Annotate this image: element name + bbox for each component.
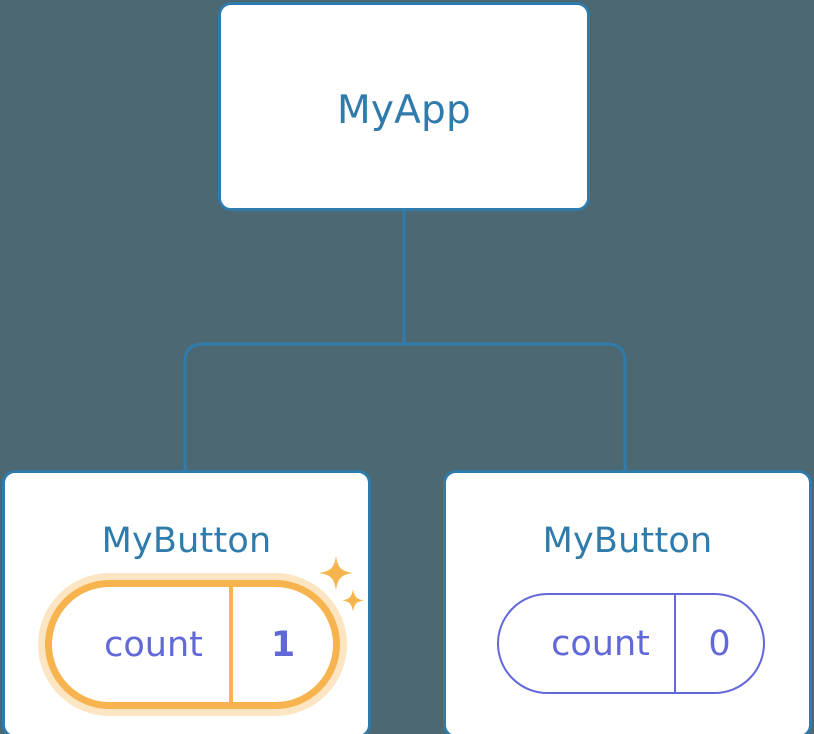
state-hook-pill[interactable]: count 0 xyxy=(497,593,765,694)
node-title: MyButton xyxy=(101,521,272,561)
node-card-mybutton-right[interactable]: MyButton count 0 xyxy=(443,470,812,734)
state-hook-key: count xyxy=(104,624,203,665)
node-card-mybutton-left[interactable]: MyButton count 1 xyxy=(2,470,371,734)
connector-branch-bar xyxy=(183,342,627,470)
node-title: MyButton xyxy=(542,521,713,561)
state-hook-value: 1 xyxy=(229,587,333,702)
state-hook-pill-highlighted[interactable]: count 1 xyxy=(45,580,340,709)
node-title: MyApp xyxy=(337,88,471,133)
state-hook-key: count xyxy=(551,623,650,664)
state-hook-value: 0 xyxy=(674,595,763,692)
node-card-myapp[interactable]: MyApp xyxy=(218,2,590,211)
